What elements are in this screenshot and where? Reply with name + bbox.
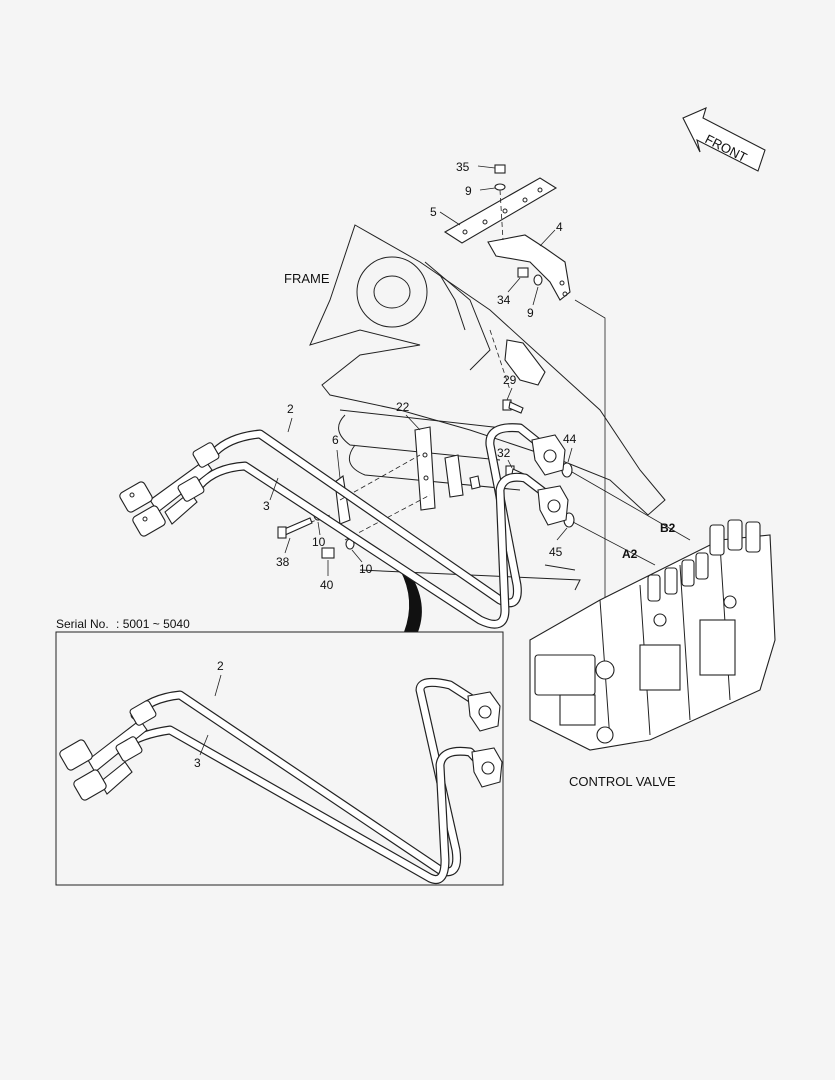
callout-6: 6 (332, 433, 339, 447)
pipe-3-fitting (132, 476, 205, 537)
clamp-22 (414, 426, 481, 511)
callout-10-right: 10 (359, 562, 373, 576)
callout-2: 2 (287, 402, 294, 416)
bolt-34 (517, 267, 543, 286)
callout-4: 4 (556, 220, 563, 234)
plate-5 (443, 177, 558, 244)
callout-10-left: 10 (312, 535, 326, 549)
callout-44: 44 (563, 432, 577, 446)
serial-value: : 5001 ~ 5040 (116, 617, 190, 631)
port-a2-label: A2 (622, 547, 638, 561)
callout-9-upper: 9 (465, 184, 472, 198)
callout-38: 38 (276, 555, 290, 569)
bolt-35 (494, 164, 506, 191)
front-arrow-icon: FRONT (682, 107, 766, 172)
frame-label: FRAME (284, 271, 330, 286)
port-b2-label: B2 (660, 521, 676, 535)
callout-34: 34 (497, 293, 511, 307)
callout-40: 40 (320, 578, 334, 592)
bolt-38 (277, 517, 313, 539)
callout-22: 22 (396, 400, 410, 414)
serial-label: Serial No. : 5001 ~ 5040 (56, 617, 190, 631)
callout-5: 5 (430, 205, 437, 219)
callout-3: 3 (263, 499, 270, 513)
control-valve-label: CONTROL VALVE (569, 774, 676, 789)
callout-3-inset: 3 (194, 756, 201, 770)
callout-35: 35 (456, 160, 470, 174)
callout-32: 32 (497, 446, 511, 460)
callout-29: 29 (503, 373, 517, 387)
bracket-4 (487, 234, 571, 301)
bolt-40 (321, 547, 335, 559)
flange-bottom (537, 485, 569, 526)
callout-9-lower: 9 (527, 306, 534, 320)
callout-45: 45 (549, 545, 563, 559)
control-valve (529, 519, 776, 751)
serial-prefix: Serial No. (56, 617, 109, 631)
flange-top (531, 434, 566, 476)
serial-inset (55, 631, 504, 886)
pipe-2 (210, 423, 550, 608)
pipe-3 (195, 461, 555, 629)
bolt-29 (502, 399, 524, 414)
callout-2-inset: 2 (217, 659, 224, 673)
